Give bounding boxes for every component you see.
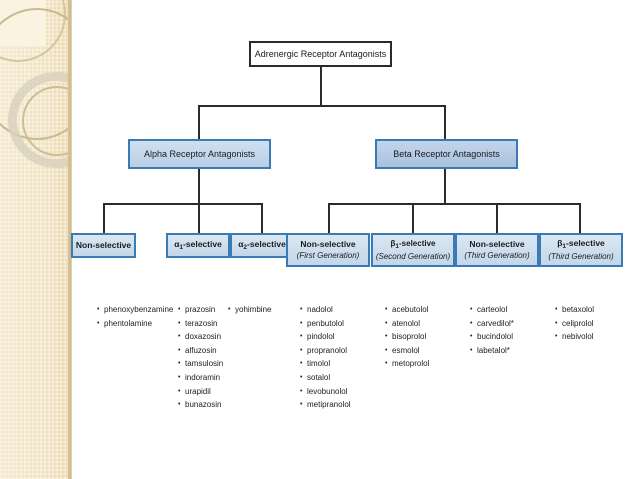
node-beta-first-gen-sublabel: (First Generation) xyxy=(296,250,360,260)
drug-list-beta1-selective-second-gen: acebutololatenololbisoprololesmololmetop… xyxy=(385,303,429,371)
node-root-label: Adrenergic Receptor Antagonists xyxy=(254,48,387,59)
drug-list-item: acebutolol xyxy=(385,303,429,317)
connector-beta-child-1 xyxy=(328,203,330,233)
drug-list-item: timolol xyxy=(300,357,351,371)
drug-list-item: sotalol xyxy=(300,371,351,385)
connector-to-alpha xyxy=(198,105,200,139)
slide-decoration-band xyxy=(0,0,72,479)
node-beta1-third-gen-label: β1-selective xyxy=(557,238,605,251)
connector-alpha-stem xyxy=(198,169,200,203)
node-beta-non-selective-first-gen: Non-selective (First Generation) xyxy=(286,233,370,267)
node-alpha-receptor-antagonists: Alpha Receptor Antagonists xyxy=(128,139,271,169)
connector-level2-bus xyxy=(198,105,446,107)
drug-list-beta-non-selective-third-gen: carteololcarvedilol*bucindolollabetalol* xyxy=(470,303,514,357)
drug-list-item: labetalol* xyxy=(470,344,514,358)
drug-list-item: doxazosin xyxy=(178,330,223,344)
drug-list-item: alfuzosin xyxy=(178,344,223,358)
node-alpha-non-selective: Non-selective xyxy=(71,233,136,258)
drug-list-item: terazosin xyxy=(178,317,223,331)
drug-list-item: metipranolol xyxy=(300,398,351,412)
connector-to-beta xyxy=(444,105,446,139)
drug-list-item: celiprolol xyxy=(555,317,594,331)
node-alpha1-selective-label: α1-selective xyxy=(174,238,222,251)
drug-list-item: bunazosin xyxy=(178,398,223,412)
drug-list-item: urapidil xyxy=(178,385,223,399)
drug-list-item: phenoxybenzamine xyxy=(97,303,173,317)
drug-list-item: propranolol xyxy=(300,344,351,358)
connector-alpha-child-2 xyxy=(198,203,200,233)
connector-beta-child-3 xyxy=(496,203,498,233)
connector-alpha-bus xyxy=(103,203,263,205)
connector-beta-bus xyxy=(328,203,581,205)
connector-beta-stem xyxy=(444,169,446,203)
node-adrenergic-receptor-antagonists: Adrenergic Receptor Antagonists xyxy=(249,41,392,67)
drug-list-item: pindolol xyxy=(300,330,351,344)
drug-list-item: carteolol xyxy=(470,303,514,317)
node-beta1-third-gen-sublabel: (Third Generation) xyxy=(548,251,614,261)
drug-list-item: metoprolol xyxy=(385,357,429,371)
drug-list-item: levobunolol xyxy=(300,385,351,399)
drug-list-alpha2-selective: yohimbine xyxy=(228,303,271,317)
node-beta-third-gen-sublabel: (Third Generation) xyxy=(464,250,530,260)
drug-list-beta-non-selective-first-gen: nadololpenbutololpindololpropranololtimo… xyxy=(300,303,351,412)
node-beta1-selective-second-gen: β1-selective (Second Generation) xyxy=(371,233,455,267)
node-beta-third-gen-label: Non-selective xyxy=(469,239,525,250)
drug-list-item: bucindolol xyxy=(470,330,514,344)
drug-list-alpha-non-selective: phenoxybenzaminephentolamine xyxy=(97,303,173,330)
node-alpha1-selective: α1-selective xyxy=(166,233,230,258)
node-beta1-second-gen-sublabel: (Second Generation) xyxy=(375,251,451,261)
node-beta1-selective-third-gen: β1-selective (Third Generation) xyxy=(539,233,623,267)
node-alpha2-selective: α2-selective xyxy=(230,233,294,258)
node-beta-receptor-antagonists: Beta Receptor Antagonists xyxy=(375,139,518,169)
drug-list-beta1-selective-third-gen: betaxololceliprololnebivolol xyxy=(555,303,594,344)
drug-list-item: penbutolol xyxy=(300,317,351,331)
drug-list-item: phentolamine xyxy=(97,317,173,331)
decoration-edge-stripe xyxy=(68,0,72,479)
drug-list-item: bisoprolol xyxy=(385,330,429,344)
node-beta-non-selective-third-gen: Non-selective (Third Generation) xyxy=(455,233,539,267)
drug-list-item: esmolol xyxy=(385,344,429,358)
node-alpha-non-selective-label: Non-selective xyxy=(75,239,132,250)
connector-alpha-child-3 xyxy=(261,203,263,233)
node-alpha-label: Alpha Receptor Antagonists xyxy=(143,148,256,159)
drug-list-item: yohimbine xyxy=(228,303,271,317)
decoration-ring-thick xyxy=(8,72,72,168)
drug-list-item: prazosin xyxy=(178,303,223,317)
drug-list-item: atenolol xyxy=(385,317,429,331)
drug-list-item: betaxolol xyxy=(555,303,594,317)
drug-list-item: nebivolol xyxy=(555,330,594,344)
drug-list-alpha1-selective: prazosinterazosindoxazosinalfuzosintamsu… xyxy=(178,303,223,412)
drug-list-item: indoramin xyxy=(178,371,223,385)
node-beta-label: Beta Receptor Antagonists xyxy=(393,148,500,159)
drug-list-item: carvedilol* xyxy=(470,317,514,331)
drug-list-item: nadolol xyxy=(300,303,351,317)
node-beta-first-gen-label: Non-selective xyxy=(300,239,356,250)
drug-list-item: tamsulosin xyxy=(178,357,223,371)
flowchart-canvas: Adrenergic Receptor Antagonists Alpha Re… xyxy=(71,0,638,479)
connector-beta-child-2 xyxy=(412,203,414,233)
node-beta1-second-gen-label: β1-selective xyxy=(390,239,436,251)
node-alpha2-selective-label: α2-selective xyxy=(238,238,286,251)
connector-beta-child-4 xyxy=(579,203,581,233)
connector-root-stem xyxy=(320,67,322,105)
connector-alpha-child-1 xyxy=(103,203,105,233)
